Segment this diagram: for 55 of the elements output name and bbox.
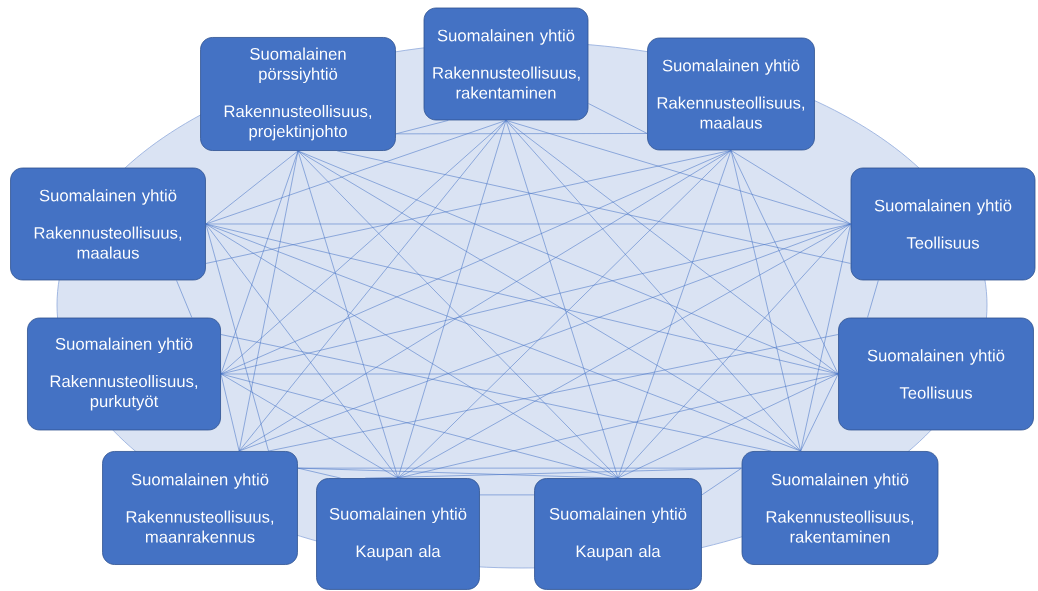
company-box: Suomalainen yhtiö Teollisuus	[850, 167, 1036, 281]
connector-line	[588, 103, 648, 134]
connector-line	[205, 223, 851, 225]
company-box: Suomalainen yhtiö Rakennusteollisuus, maalaus	[10, 167, 206, 281]
connector-line	[220, 150, 732, 375]
connector-line	[730, 150, 839, 375]
connector-line	[617, 223, 851, 479]
connector-line	[220, 373, 839, 375]
connector-line	[397, 120, 507, 479]
connector-line	[220, 373, 399, 479]
connector-line	[701, 467, 742, 496]
connector-line	[205, 150, 299, 225]
connector-line	[297, 150, 399, 479]
company-box: Suomalainen yhtiö Rakennusteollisuus, rakentaminen	[741, 451, 939, 565]
connector-line	[730, 150, 801, 452]
connector-line	[397, 150, 732, 479]
connector-line	[505, 120, 839, 375]
connector-line	[220, 150, 299, 375]
connector-line	[730, 150, 851, 225]
connector-line	[297, 467, 742, 469]
connector-line	[397, 223, 851, 479]
connector-line	[336, 150, 851, 264]
company-box: Suomalainen yhtiö Rakennusteollisuus, maanrakennus	[102, 451, 298, 565]
connector-line	[297, 150, 619, 479]
connector-line	[238, 150, 299, 452]
connector-line	[505, 120, 801, 452]
connector-line	[205, 223, 399, 479]
connector-line	[220, 373, 240, 452]
connector-line	[205, 223, 619, 479]
connector-line	[397, 373, 839, 479]
connector-line	[365, 467, 742, 479]
company-box: Suomalainen yhtiö Rakennusteollisuus, purkutyöt	[27, 317, 221, 431]
company-box: Suomalainen yhtiö Rakennusteollisuus, maalaus	[647, 37, 815, 151]
company-box: Suomalainen yhtiö Rakennusteollisuus, rakentaminen	[423, 7, 589, 121]
connector-line	[800, 373, 839, 452]
company-box: Suomalainen yhtiö Kaupan ala	[534, 478, 702, 590]
connector-line	[395, 133, 648, 135]
connector-line	[205, 150, 732, 264]
connector-line	[220, 334, 772, 452]
connector-line	[268, 334, 839, 452]
connector-line	[479, 494, 535, 496]
connector-line	[395, 120, 449, 135]
connector-line	[800, 223, 851, 452]
connector-line	[176, 280, 193, 318]
connector-line	[617, 373, 839, 479]
company-box: Suomalainen yhtiö Kaupan ala	[316, 478, 480, 590]
connector-line	[867, 280, 879, 318]
connector-line	[205, 223, 269, 452]
connector-line	[238, 150, 732, 452]
connector-line	[505, 120, 619, 479]
company-box: Suomalainen yhtiö Teollisuus	[838, 317, 1034, 431]
company-box: Suomalainen pörssiyhtiö Rakennusteollisuus, projektinjohto	[200, 37, 396, 151]
connector-line	[617, 150, 732, 479]
connector-line	[205, 120, 507, 225]
connector-line	[238, 120, 507, 452]
